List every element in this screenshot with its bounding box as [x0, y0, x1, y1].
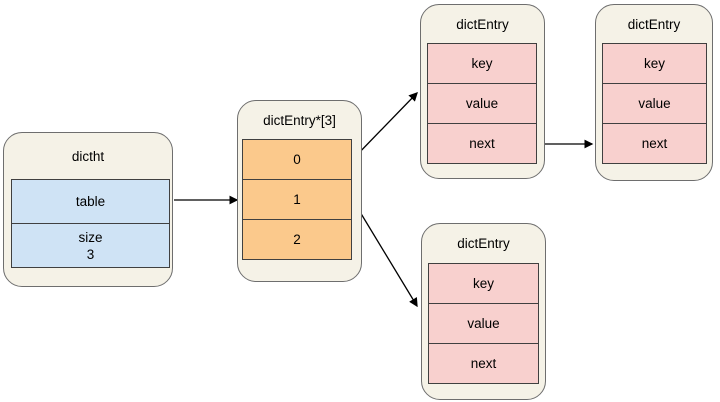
- node-dictentry-top-right-cells: key value next: [602, 43, 707, 164]
- node-bucket-array-cells: 0 1 2: [242, 139, 352, 260]
- node-dictentry-top-left-title: dictEntry: [456, 16, 509, 32]
- cell-table: table: [11, 179, 170, 224]
- arrow-bucket1-to-dictentry-bottom: [353, 201, 418, 308]
- cell-value: value: [428, 303, 539, 344]
- node-bucket-array-title: dictEntry*[3]: [263, 112, 336, 128]
- cell-value: value: [427, 83, 537, 124]
- cell-value: value: [602, 83, 707, 124]
- cell-next: next: [602, 123, 707, 164]
- cell-key: key: [602, 43, 707, 84]
- node-dictht-title: dictht: [71, 148, 105, 164]
- cell-next: next: [427, 123, 537, 164]
- node-dictentry-top-left-cells: key value next: [427, 43, 537, 164]
- node-dictentry-bottom-cells: key value next: [428, 263, 539, 384]
- node-dictentry-top-right: dictEntry key value next: [595, 4, 713, 181]
- node-dictht-cells: table size 3: [11, 179, 170, 268]
- node-bucket-array: dictEntry*[3] 0 1 2: [237, 100, 362, 282]
- node-dictentry-top-right-title: dictEntry: [627, 16, 681, 32]
- arrow-bucket0-to-dictentry-top: [353, 92, 418, 159]
- node-dictentry-bottom-title: dictEntry: [457, 236, 510, 251]
- cell-bucket-1: 1: [242, 179, 352, 220]
- cell-bucket-2: 2: [242, 219, 352, 260]
- cell-next: next: [428, 343, 539, 384]
- cell-key: key: [428, 263, 539, 304]
- cell-bucket-0: 0: [242, 139, 352, 180]
- node-dictentry-bottom: dictEntry key value next: [421, 223, 546, 400]
- cell-size: size 3: [11, 223, 170, 268]
- cell-key: key: [427, 43, 537, 84]
- node-dictentry-top-left: dictEntry key value next: [420, 4, 545, 179]
- node-dictht: dictht table size 3: [3, 132, 173, 287]
